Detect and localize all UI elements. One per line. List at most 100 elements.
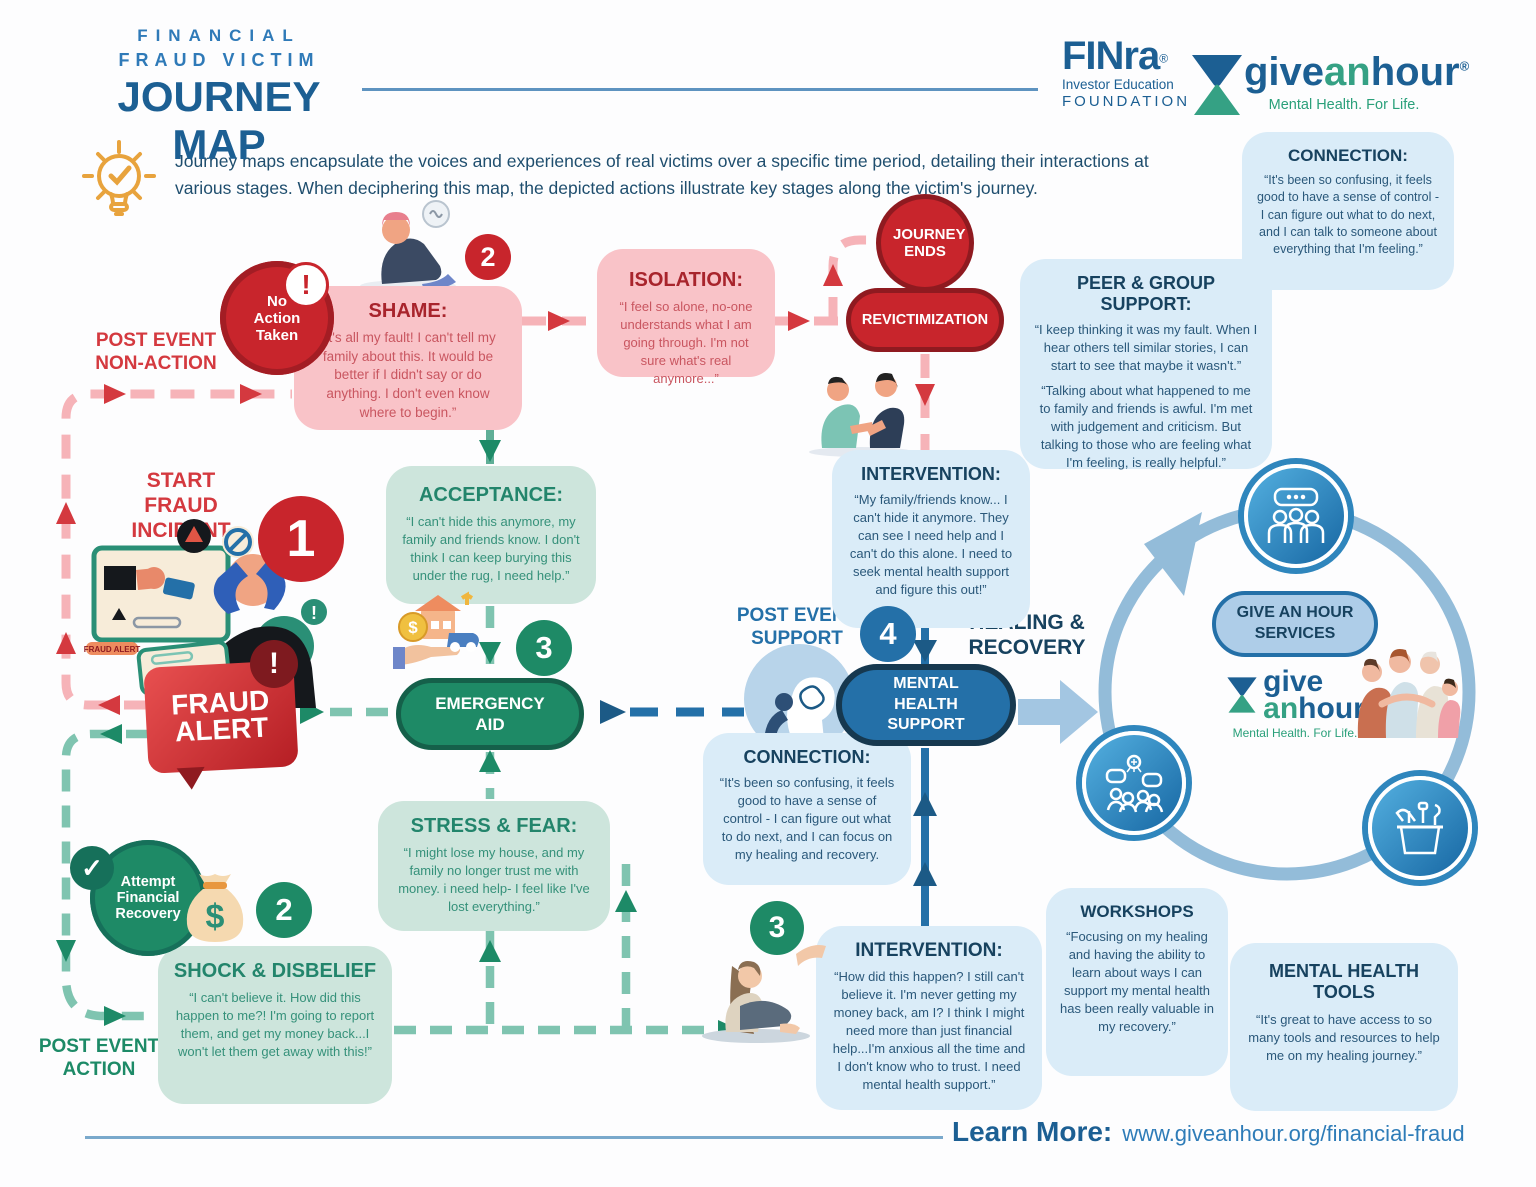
step-2-badge-green: 2 [256,882,312,938]
svg-text:!: ! [311,603,317,623]
finra-wordmark: FINra [1062,34,1160,78]
dollar-icon: $ [206,898,225,936]
shame-title: SHAME: [368,300,448,322]
hourglass-logo-icon [1192,55,1242,115]
title-line-3: JOURNEY MAP [117,73,321,168]
acceptance-quote: “I can't hide this anymore, my family an… [402,514,580,583]
step-3-badge-intervention: 3 [750,901,804,955]
gah-reg-mark: ® [1459,58,1470,74]
workshops-title: WORKSHOPS [1080,902,1194,921]
giveanhour-logo: giveanhour® Mental Health. For Life. [1244,50,1469,113]
acceptance-box: ACCEPTANCE: “I can't hide this anymore, … [386,466,596,604]
toolbox-icon [1395,801,1443,855]
step-1-badge: 1 [258,496,344,582]
gah-an: an [1324,50,1371,94]
footer: Learn More: www.giveanhour.org/financial… [952,1116,1465,1148]
connection-top-box: CONNECTION: “It's been so confusing, it … [1242,132,1454,290]
connection-mid-quote: “It's been so confusing, it feels good t… [719,775,895,862]
step-2-badge-red: 2 [465,234,511,280]
group-people-icon [1267,487,1325,543]
intervention-bottom-quote: “How did this happen? I still can't beli… [832,969,1026,1092]
isolation-box: ISOLATION: “I feel so alone, no-one unde… [597,249,775,386]
fraud-alert-exclamation-icon: ! [250,640,298,688]
connection-mid-box: CONNECTION: “It's been so confusing, it … [703,733,911,885]
tools-icon-circle [1368,776,1472,880]
peer-group-quote-2: “Talking about what happened to me to fa… [1039,382,1253,470]
intro-paragraph: Journey maps encapsulate the voices and … [175,151,1149,199]
stress-fear-box: STRESS & FEAR: “I might lose my house, a… [378,801,610,931]
svg-text:$: $ [408,618,418,637]
hourglass-logo-icon-small [1227,677,1257,713]
loop-arrowhead [1144,512,1202,596]
revictimization-node: REVICTIMIZATION [846,288,1004,352]
label-post-event-non-action: POST EVENT NON-ACTION [95,330,217,374]
header-divider [362,88,1038,91]
shame-figure-illustration [360,200,456,292]
mental-health-support-node: MENTAL HEALTH SUPPORT [836,664,1016,746]
finra-subtitle-2: FOUNDATION [1062,92,1191,110]
shame-quote: “It's all my fault! I can't tell my fami… [320,330,496,420]
shock-disbelief-box: SHOCK & DISBELIEF “I can't believe it. H… [158,946,392,1104]
blue-arrowheads [600,640,937,886]
learn-more-label: Learn More: [952,1116,1113,1147]
healing-block-arrow [1018,680,1098,744]
emergency-aid-node: EMERGENCY AID [396,678,584,750]
connection-top-title: CONNECTION: [1288,146,1408,165]
gah-give: give [1244,50,1325,94]
shock-disbelief-title: SHOCK & DISBELIEF [173,960,377,982]
page-title: FINANCIAL FRAUD VICTIM JOURNEY MAP [88,26,350,169]
finra-subtitle-1: Investor Education [1062,77,1174,92]
peer-group-support-box: PEER & GROUP SUPPORT: “I keep thinking i… [1020,259,1272,470]
peer-support-icon-circle [1244,464,1348,568]
isolation-title: ISOLATION: [628,269,744,291]
fraud-alert-text: FRAUD ALERT [170,684,271,748]
title-line-2: FRAUD VICTIM [118,50,320,70]
shock-disbelief-quote: “I can't believe it. How did this happen… [175,990,375,1059]
workshops-box: WORKSHOPS “Focusing on my healing and ha… [1046,888,1228,1076]
workshops-icon-circle [1082,731,1186,835]
intervention-bottom-title: INTERVENTION: [855,940,1003,961]
discussion-idea-icon [1105,754,1164,813]
mental-health-tools-box: MENTAL HEALTH TOOLS “It's great to have … [1230,943,1458,1111]
check-icon: ✓ [70,846,114,890]
finra-logo: FINra® Investor Education FOUNDATION [1062,36,1190,109]
people-talking-illustration [809,373,913,457]
intervention-bottom-box: INTERVENTION: “How did this happen? I st… [816,926,1042,1110]
peer-group-title: PEER & GROUP SUPPORT: [1076,273,1216,314]
stress-fear-quote: “I might lose my house, and my family no… [398,845,590,914]
step-3-badge-emergency: 3 [516,620,572,676]
acceptance-title: ACCEPTANCE: [418,484,564,506]
title-line-1: FINANCIAL [137,26,301,45]
isolation-quote: “I feel so alone, no-one understands wha… [619,299,753,386]
stress-fear-title: STRESS & FEAR: [410,815,578,837]
intervention-top-box: INTERVENTION: “My family/friends know...… [832,450,1030,628]
footer-divider [85,1136,943,1139]
gah-hour: hour [1370,50,1460,94]
finra-reg-mark: ® [1159,51,1169,66]
give-an-hour-services-node: GIVE AN HOUR SERVICES [1212,591,1378,657]
intervention-top-title: INTERVENTION: [861,464,1001,484]
lightbulb-icon [82,140,156,216]
step-4-badge: 4 [860,606,916,662]
emergency-aid-icon: $ [393,591,479,669]
learn-more-url[interactable]: www.giveanhour.org/financial-fraud [1122,1121,1465,1146]
red-arrowheads [56,264,935,715]
connection-top-quote: “It's been so confusing, it feels good t… [1256,173,1440,256]
money-bag-icon: $ [186,874,244,942]
svg-text:FRAUD ALERT: FRAUD ALERT [84,645,141,654]
gah-tagline: Mental Health. For Life. [1268,97,1420,113]
label-post-event-support: POST EVENT SUPPORT [736,605,858,649]
mental-health-tools-title: MENTAL HEALTH TOOLS [1269,961,1419,1002]
sitting-woman-illustration [702,945,826,1043]
gah-center-tagline: Mental Health. For Life. [1232,726,1358,740]
giveanhour-center-logo: give anhour Mental Health. For Life. [1200,667,1390,740]
fraud-alert-tail [176,766,206,791]
family-illustration [1357,649,1461,738]
connection-mid-title: CONNECTION: [743,747,871,767]
workshops-quote: “Focusing on my healing and having the a… [1060,929,1214,1034]
peer-group-quote-1: “I keep thinking it was my fault. When I… [1034,322,1258,373]
label-post-event-action: POST EVENT ACTION [38,1036,160,1080]
intervention-top-quote: “My family/friends know... I can't hide … [849,492,1013,597]
